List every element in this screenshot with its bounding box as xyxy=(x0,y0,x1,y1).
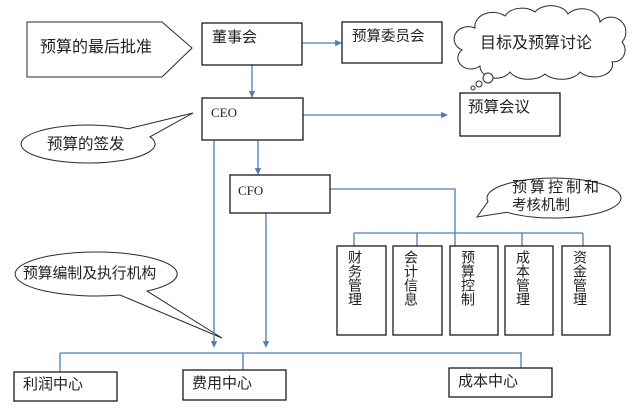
goal-discussion-cloud xyxy=(453,5,627,80)
dept-label-cost: 成本管理 xyxy=(514,250,530,306)
dept-box-cost xyxy=(504,245,554,336)
cloud-thought-bubble-large xyxy=(482,72,494,84)
cost-center-box xyxy=(448,367,553,398)
preparation-speech-bubble xyxy=(14,251,223,339)
profit-center-box xyxy=(13,371,118,402)
dept-label-budget-control: 预算控制 xyxy=(459,250,475,306)
expense-center-box xyxy=(182,369,287,401)
dept-box-budget-control xyxy=(449,245,499,336)
final-approval-arrow-shape xyxy=(26,21,193,78)
signing-speech-bubble xyxy=(20,112,194,164)
budget-meeting-box xyxy=(459,92,561,137)
cfo-label: CFO xyxy=(238,183,264,198)
budget-meeting-label: 预算会议 xyxy=(468,98,531,116)
dept-box-finance xyxy=(336,245,387,336)
profit-center-label: 利润中心 xyxy=(23,375,84,393)
dept-box-funds xyxy=(561,245,611,336)
cfo-box xyxy=(229,174,331,214)
control-speech-bubble xyxy=(475,177,622,219)
cost-center-label: 成本中心 xyxy=(458,372,519,390)
dept-label-accounting: 会计信息 xyxy=(402,250,418,306)
control-label-line2: 考核机制 xyxy=(512,198,570,214)
dept-label-funds: 资金管理 xyxy=(571,250,587,306)
dept-box-accounting xyxy=(392,245,443,336)
final-approval-label: 预算的最后批准 xyxy=(40,37,153,56)
board-box xyxy=(201,22,303,66)
budget-committee-label: 预算委员会 xyxy=(352,29,425,45)
preparation-label: 预算编制及执行机构 xyxy=(23,265,157,282)
board-label: 董事会 xyxy=(212,28,258,46)
control-label-line1: 预算控制和 xyxy=(512,178,603,196)
cfo-to-budget-control-line xyxy=(330,188,456,246)
signing-label: 预算的签发 xyxy=(47,135,125,153)
ceo-box xyxy=(201,97,304,141)
ceo-label: CEO xyxy=(211,105,237,120)
cloud-thought-bubble-medium xyxy=(475,80,483,88)
expense-center-label: 费用中心 xyxy=(192,374,253,392)
cloud-thought-bubble-small xyxy=(470,85,476,91)
budget-committee-box xyxy=(341,21,443,64)
dept-label-finance: 财务管理 xyxy=(346,250,362,306)
goal-discussion-label: 目标及预算讨论 xyxy=(480,33,593,52)
